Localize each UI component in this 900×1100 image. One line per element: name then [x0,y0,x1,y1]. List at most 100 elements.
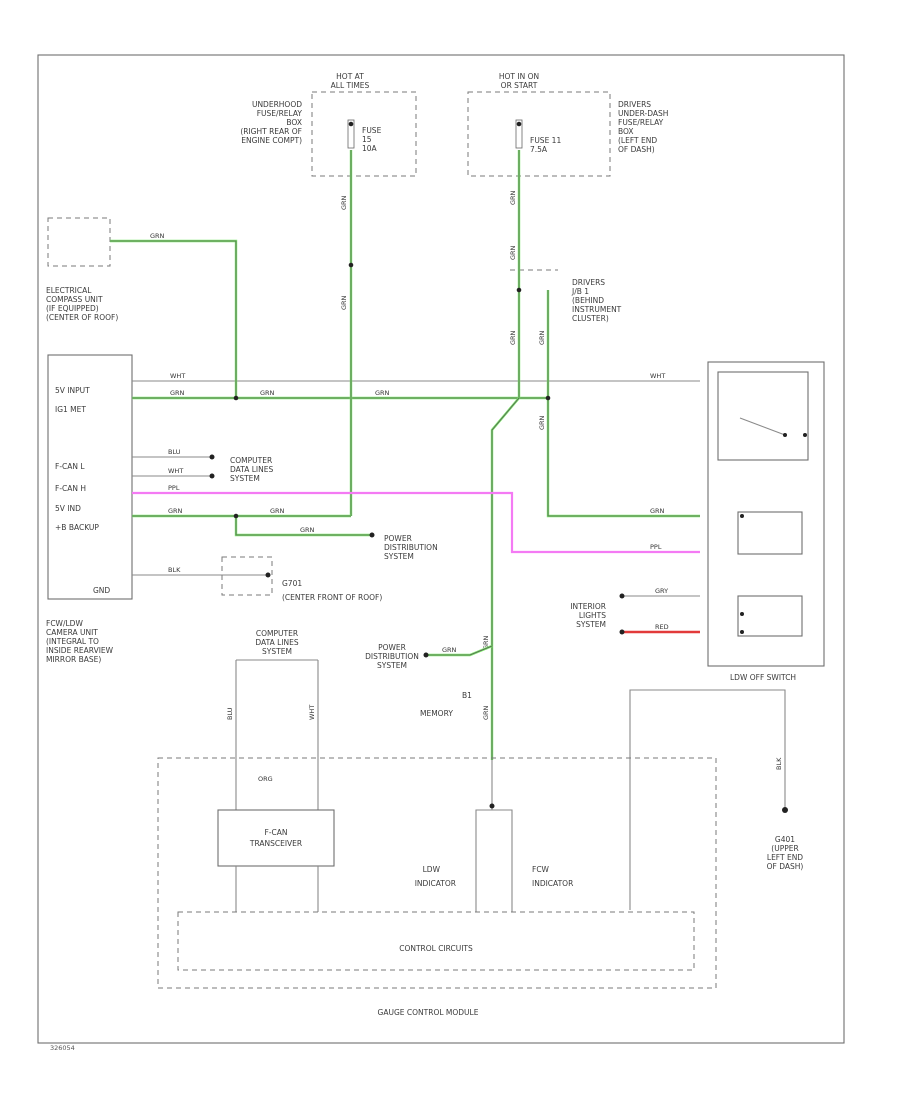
ldw-off-switch: LDW OFF SWITCH [707,361,825,682]
svg-text:ORG: ORG [258,775,273,783]
svg-text:F-CAN H: F-CAN H [55,484,86,493]
svg-text:(RIGHT REAR OF: (RIGHT REAR OF [240,127,302,136]
svg-text:15: 15 [362,135,372,144]
svg-text:INDICATOR: INDICATOR [415,879,456,888]
svg-text:+B BACKUP: +B BACKUP [55,523,99,532]
svg-text:J/B 1: J/B 1 [571,287,589,296]
wire-fcan-blu-wht: BLU WHT [132,448,215,479]
svg-text:INSIDE REARVIEW: INSIDE REARVIEW [46,646,114,655]
svg-text:GRN: GRN [300,526,315,534]
hot-at-all-times-label: HOT AT ALL TIMES [331,72,370,90]
power-distribution-2: POWER DISTRIBUTION SYSTEM GRN [365,643,493,670]
svg-text:LIGHTS: LIGHTS [579,611,606,620]
svg-text:DISTRIBUTION: DISTRIBUTION [365,652,419,661]
svg-text:MIRROR BASE): MIRROR BASE) [46,655,101,664]
svg-text:(INTEGRAL TO: (INTEGRAL TO [46,637,99,646]
svg-text:HOT AT: HOT AT [336,72,364,81]
drivers-underdash-fuse-box: FUSE 11 7.5A DRIVERS UNDER-DASH FUSE/REL… [467,91,668,177]
svg-text:IG1 MET: IG1 MET [55,405,86,414]
svg-text:ENGINE COMPT): ENGINE COMPT) [241,136,302,145]
svg-text:10A: 10A [362,144,378,153]
svg-text:DRIVERS: DRIVERS [618,100,651,109]
svg-text:HOT IN ON: HOT IN ON [499,72,539,81]
svg-text:G401: G401 [775,835,795,844]
svg-text:BOX: BOX [286,118,302,127]
svg-text:7.5A: 7.5A [530,145,548,154]
svg-text:WHT: WHT [650,372,665,380]
underhood-fuse-relay-box: UNDERHOOD FUSE/RELAY BOX (RIGHT REAR OF … [240,91,417,177]
svg-text:BLK: BLK [775,757,783,770]
svg-text:BLU: BLU [168,448,181,456]
diagram-code: 326054 [50,1044,75,1052]
svg-text:(CENTER FRONT OF ROOF): (CENTER FRONT OF ROOF) [282,593,382,602]
fcan-transceiver: F-CAN TRANSCEIVER ORG [217,775,335,912]
svg-text:LEFT END: LEFT END [767,853,803,862]
svg-text:INDICATOR: INDICATOR [532,879,573,888]
wire-g401-blk: BLK [629,689,788,910]
svg-text:(IF EQUIPPED): (IF EQUIPPED) [46,304,99,313]
svg-text:OR START: OR START [501,81,538,90]
underhood-fuse-box-label: UNDERHOOD FUSE/RELAY BOX (RIGHT REAR OF … [240,100,302,145]
svg-text:SYSTEM: SYSTEM [230,474,260,483]
wire-fuse15-grn: GRN GRN [340,150,353,516]
svg-text:COMPUTER: COMPUTER [230,456,272,465]
ldw-off-switch-label: LDW OFF SWITCH [730,673,796,682]
svg-text:WHT: WHT [170,372,185,380]
svg-text:POWER: POWER [384,534,412,543]
svg-text:MEMORY: MEMORY [420,709,453,718]
svg-text:LDW: LDW [423,865,441,874]
svg-text:RED: RED [655,623,669,631]
camera-unit-label: FCW/LDW CAMERA UNIT (INTEGRAL TO INSIDE … [46,619,114,664]
svg-text:GND: GND [93,586,110,595]
interior-lights-label: INTERIOR LIGHTS SYSTEM [570,602,606,629]
svg-text:FUSE 11: FUSE 11 [530,136,561,145]
indicator-circuit: LDW INDICATOR FCW INDICATOR [415,760,573,912]
drivers-underdash-box-label: DRIVERS UNDER-DASH FUSE/RELAY BOX (LEFT … [618,100,668,154]
svg-text:GRN: GRN [340,295,348,310]
gauge-control-module: F-CAN TRANSCEIVER ORG LDW INDICATOR FCW … [157,757,717,1017]
svg-text:GRN: GRN [442,646,457,654]
svg-text:GRY: GRY [655,587,668,595]
wire-gnd-blk: BLK [132,556,273,596]
svg-text:GRN: GRN [509,190,517,205]
drivers-jb-label: DRIVERS J/B 1 (BEHIND INSTRUMENT CLUSTER… [571,278,622,323]
svg-text:F-CAN L: F-CAN L [55,462,85,471]
svg-text:GRN: GRN [340,195,348,210]
svg-text:PPL: PPL [168,484,180,492]
svg-text:WHT: WHT [308,705,316,720]
g701-label: G701 (CENTER FRONT OF ROOF) [282,579,382,602]
wire-fuse11-grn: GRN GRN GRN GRN GRN GRN GRN GRN [482,150,700,760]
camera-pin-labels: 5V INPUT IG1 MET F-CAN L F-CAN H 5V IND … [55,386,110,595]
svg-text:CONTROL CIRCUITS: CONTROL CIRCUITS [399,944,473,953]
svg-text:GRN: GRN [482,635,490,650]
svg-text:B1: B1 [462,691,472,700]
g401-label: G401 (UPPER LEFT END OF DASH) [767,835,804,871]
svg-text:G701: G701 [282,579,302,588]
svg-text:F-CAN: F-CAN [265,828,288,837]
fcw-ldw-camera-unit: 5V INPUT IG1 MET F-CAN L F-CAN H 5V IND … [46,354,133,664]
svg-text:OF DASH): OF DASH) [767,862,804,871]
svg-text:ALL TIMES: ALL TIMES [331,81,370,90]
svg-text:WHT: WHT [168,467,183,475]
fuse-11: FUSE 11 7.5A [515,119,561,154]
svg-text:GRN: GRN [150,232,165,240]
hot-in-on-label: HOT IN ON OR START [499,72,539,90]
svg-text:(LEFT END: (LEFT END [618,136,657,145]
svg-text:UNDERHOOD: UNDERHOOD [252,100,302,109]
svg-text:SYSTEM: SYSTEM [377,661,407,670]
svg-text:BLU: BLU [226,707,234,720]
computer-data-lines-1: COMPUTER DATA LINES SYSTEM [230,456,273,483]
svg-text:TRANSCEIVER: TRANSCEIVER [249,839,302,848]
svg-text:BOX: BOX [618,127,634,136]
wire-compass-grn: GRN [110,232,238,398]
svg-text:OF DASH): OF DASH) [618,145,655,154]
svg-text:BLK: BLK [168,566,181,574]
svg-text:FCW/LDW: FCW/LDW [46,619,83,628]
wire-ppl: PPL PPL [132,484,700,554]
power-distribution-1: POWER DISTRIBUTION SYSTEM [384,534,438,561]
compass-unit: ELECTRICAL COMPASS UNIT (IF EQUIPPED) (C… [46,217,118,322]
svg-text:GRN: GRN [538,330,546,345]
wire-5v-ind-grn: GRN GRN GRN [132,507,375,538]
svg-text:CAMERA UNIT: CAMERA UNIT [46,628,98,637]
